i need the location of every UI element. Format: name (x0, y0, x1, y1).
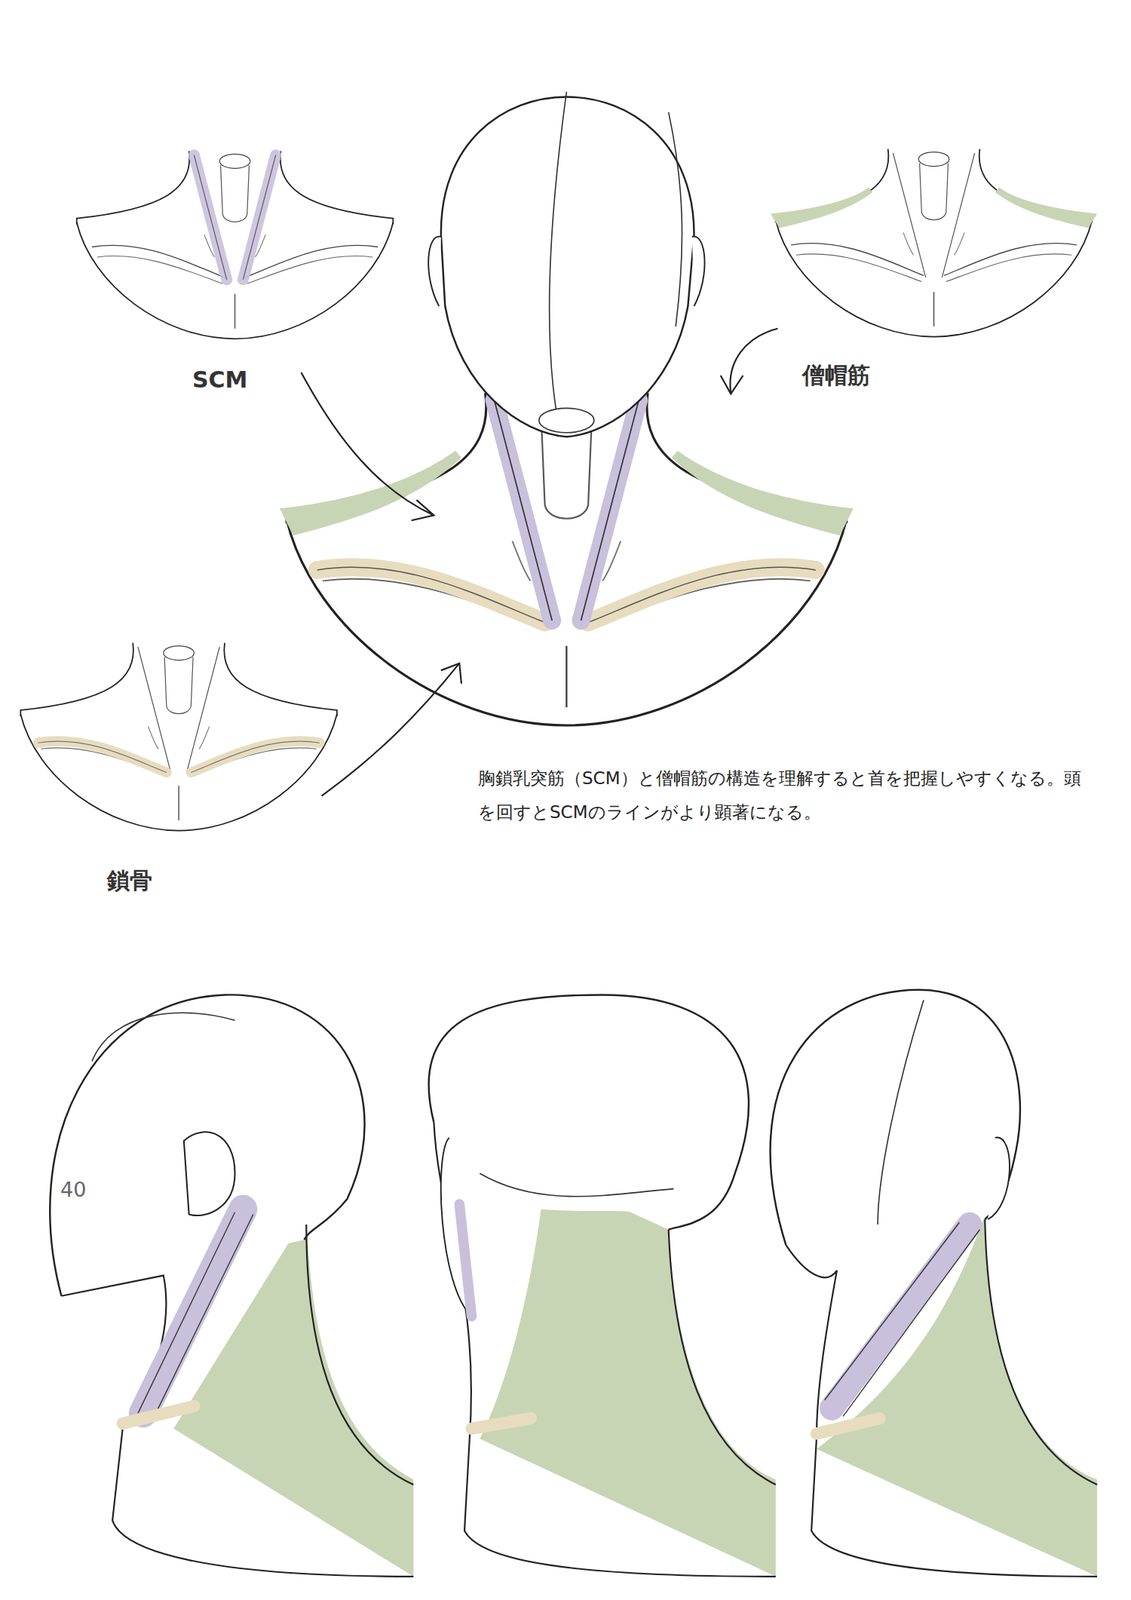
part-name: SCM (192, 366, 248, 393)
turned-head (770, 990, 1098, 1577)
pointer-arrows (300, 328, 778, 797)
note-text: 胸鎖乳突筋（SCM）と僧帽筋の構造を理解すると首を把握しやすくなる。頭を回すとS… (478, 761, 1082, 830)
clavicle-thumbnail (20, 643, 338, 831)
trapezius-thumbnail (775, 149, 1093, 338)
main-figure (286, 91, 847, 726)
side-back-head (49, 994, 414, 1576)
part-name: 鎖骨 (107, 865, 153, 897)
scm-thumbnail (76, 150, 394, 339)
page-number: 40 (60, 1177, 86, 1202)
part-name: 僧帽筋 (802, 360, 871, 392)
back-head (429, 994, 776, 1576)
